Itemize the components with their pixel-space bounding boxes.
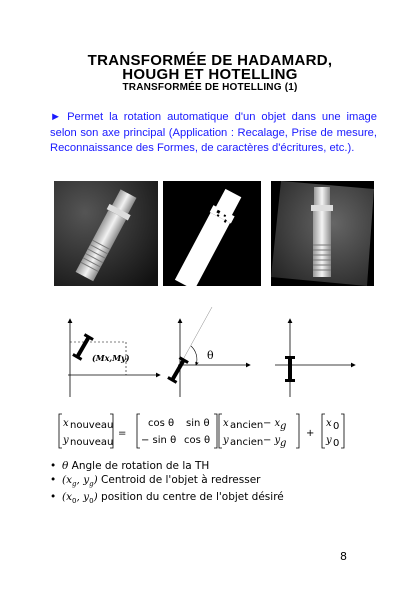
list-item: •(x0, y0) position du centre de l'objet … [50,491,284,509]
y-new-sub: nouveau [70,437,113,448]
bullet-icon: • [50,473,57,486]
list-item: •(xg, yg) Centroid de l'objet à redresse… [50,474,284,492]
y-old: y [222,435,229,446]
centroid-label: (Mx,My) [92,353,130,363]
y0-sub: 0 [333,438,339,449]
intro-text: Permet la rotation automatique d'un obje… [50,111,378,154]
bullet-math: (x [62,473,73,486]
x-old-sub: ancien [230,420,263,431]
plus-sign: + [306,428,314,439]
photo-rotated-graphic [271,181,374,286]
rotation-diagrams: (Mx,My) θ [67,306,356,397]
bullet-math: , y [76,473,90,486]
page-number: 8 [340,550,347,563]
minus-xg: − x [263,418,281,429]
bullet-text: position du centre de l'objet désiré [97,491,284,504]
y-new: y [62,435,69,446]
x0-sub: 0 [333,421,339,432]
list-item: • θ Angle de rotation de la TH [50,460,284,474]
bullet-math: , y [76,491,90,504]
bullet-math: θ [62,460,69,472]
triangle-bullet-icon: ► [50,111,62,123]
minus-yg: − y [263,435,281,446]
bullet-list: •θ Angle de rotation de la TH •(xg, yg) … [50,460,284,509]
x-new-sub: nouveau [70,420,113,431]
photo-rotated [271,181,374,286]
bullet-sub: g [72,479,77,488]
bullet-sub: 0 [72,497,77,506]
yg-sub: g [280,438,286,449]
angle-label: θ [207,349,214,362]
y-old-sub: ancien [230,437,263,448]
matrix-cos: cos θ [148,418,174,429]
diagram-centroid: (Mx,My) [67,318,161,397]
x-old: x [223,418,229,429]
subtitle: TRANSFORMÉE DE HOTELLING (1) [122,82,298,93]
y0: y [325,435,332,446]
diagram-upright [275,318,356,397]
xg-sub: g [280,421,286,432]
bullet-math: ) [93,473,98,486]
rotation-formula: x nouveau y nouveau = cos θ sin θ − sin … [58,413,345,449]
x-new: x [63,418,69,429]
x0: x [326,418,332,429]
matrix-sin: sin θ [186,418,210,429]
matrix-neg-sin: − sin θ [141,435,176,446]
bullet-sub: 0 [89,497,94,506]
matrix-cos-2: cos θ [184,435,210,446]
equals-sign: = [118,428,126,439]
bullet-icon: • [50,460,57,472]
bullet-math: ) [93,491,98,504]
bullet-sub: g [89,479,94,488]
bullet-text: Angle de rotation de la TH [68,460,210,472]
bullet-text: Centroid de l'objet à redresser [97,473,261,486]
diagram-angle: θ [167,306,251,397]
photo-original [54,181,158,286]
intro-paragraph: ► Permet la rotation automatique d'un ob… [50,110,377,157]
photo-original-graphic [54,181,158,286]
bullet-icon: • [50,491,57,504]
title-line-2: HOUGH ET HOTELLING [122,66,298,83]
title-line-1: TRANSFORMÉE DE HADAMARD, [87,52,333,69]
photo-binary [163,181,261,286]
bullet-math: (x [62,491,73,504]
photo-binary-graphic [163,181,261,286]
